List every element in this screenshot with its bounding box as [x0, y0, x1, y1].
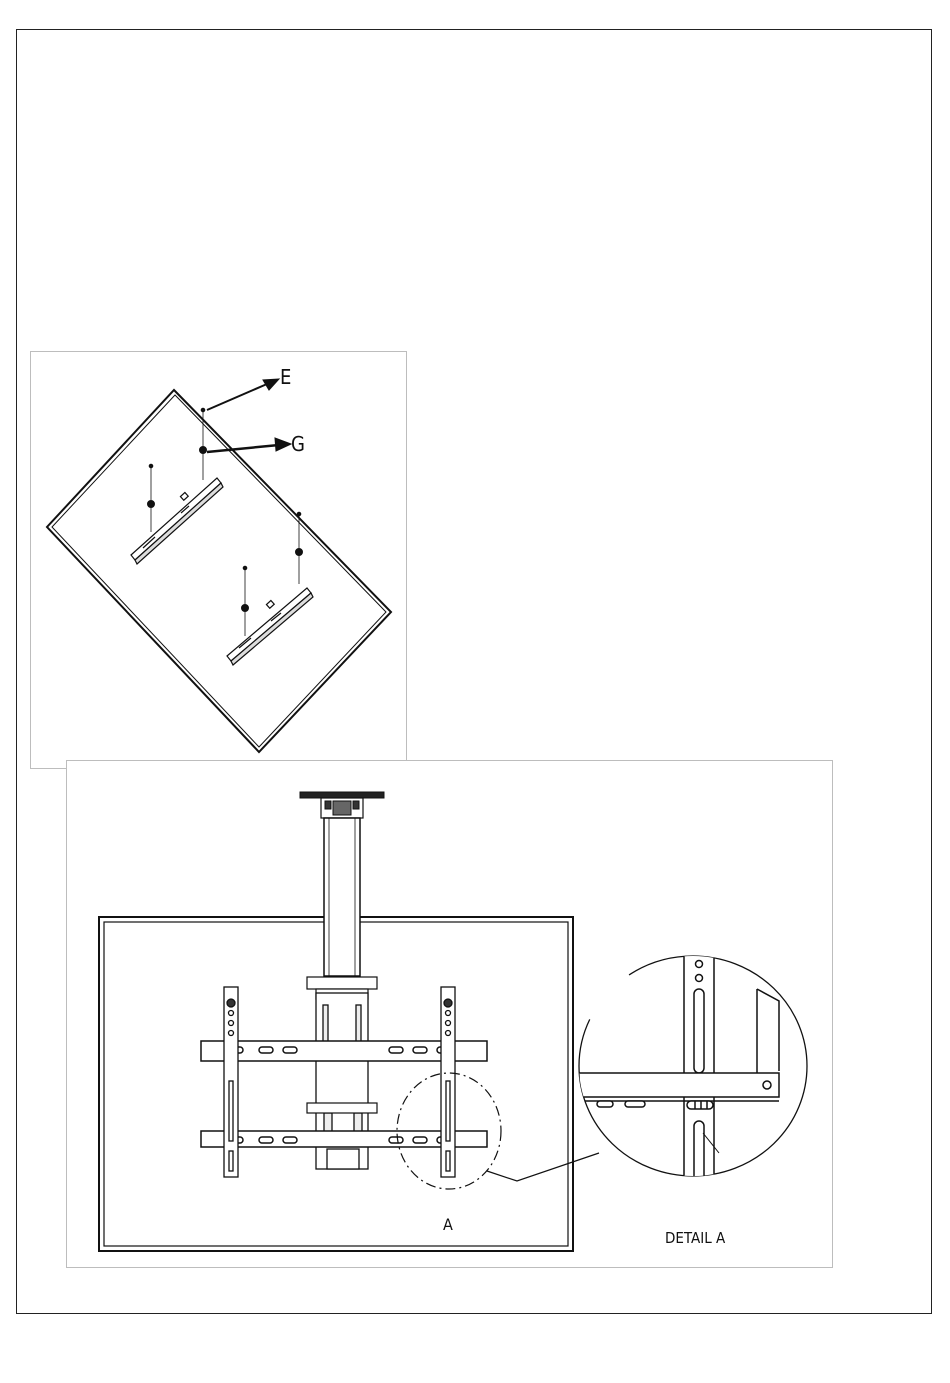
callout-label-g: G [291, 432, 305, 456]
callout-label-e: E [280, 365, 291, 389]
vertical-bracket-right [227, 588, 313, 665]
ceiling-mount-panel: A [66, 760, 833, 1268]
bracket-attachment-panel: E G [30, 351, 407, 769]
detail-a-enlarged-view [579, 951, 807, 1181]
bracket-attachment-diagram: E G [31, 352, 408, 770]
mounting-pole [324, 818, 360, 976]
callout-arrow-g [207, 438, 291, 452]
tv-bracket-right [441, 987, 455, 1177]
vertical-bracket-left [131, 478, 223, 564]
ceiling-mount-diagram: A [67, 761, 834, 1269]
detail-a-marker-label: A [443, 1215, 453, 1234]
callout-arrow-e [207, 379, 279, 410]
ceiling-plate [300, 792, 384, 818]
tv-bracket-left [224, 987, 238, 1177]
pole-collar-bottom [307, 1103, 377, 1113]
detail-a-caption: DETAIL A [665, 1229, 726, 1247]
tv-back-outline [47, 390, 391, 752]
